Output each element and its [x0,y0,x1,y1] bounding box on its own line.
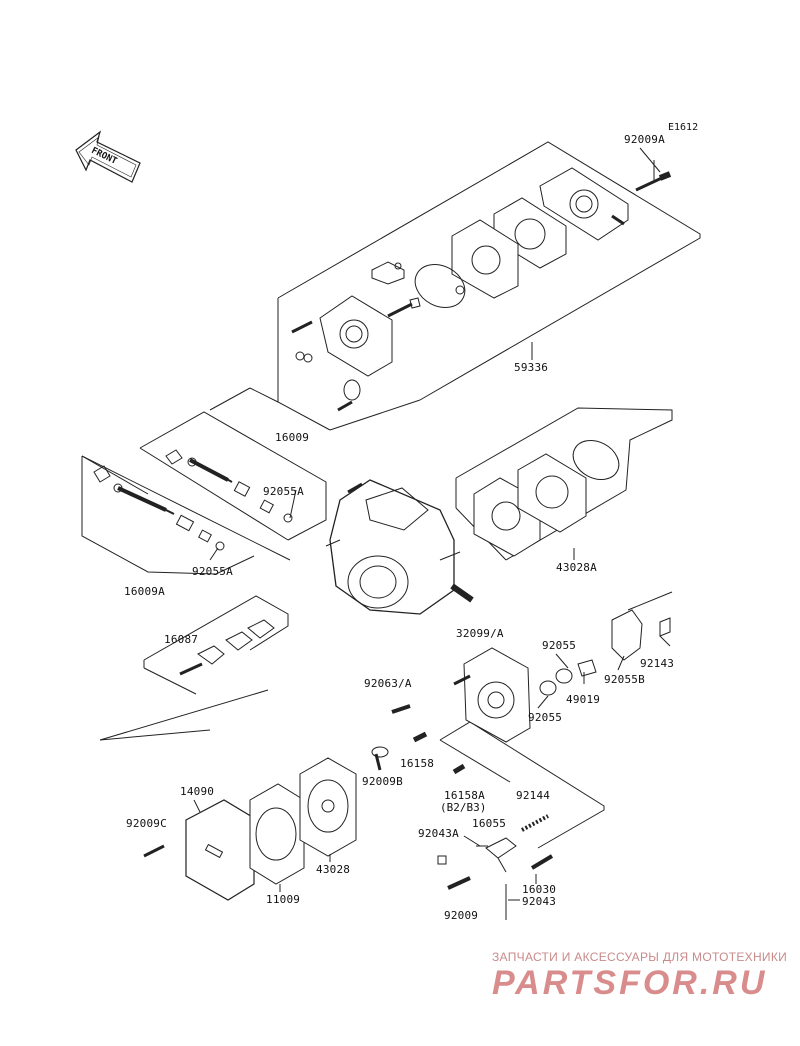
pump-body [319,295,421,377]
spring-92043A [437,855,447,865]
label-16087: 16087 [164,633,199,646]
pilot-screw-16009A [93,465,225,551]
label-59336: 59336 [514,361,549,374]
spring-92144 [521,814,549,832]
group-box-59336 [209,141,701,431]
cover-92055B [611,609,643,661]
label-92055B: 92055B [604,673,645,686]
label-49019: 49019 [566,693,601,706]
label-32099A: 32099/A [456,627,504,640]
parts-16087 [179,619,275,676]
label-92009A: 92009A [624,133,665,146]
label-16030: 16030 [522,883,557,896]
label-14090: 14090 [180,785,215,798]
label-92043A: 92043A [418,827,459,840]
clip-92143 [659,617,671,637]
o-ring-large [414,264,466,308]
pilot-screw-16009 [165,449,293,523]
diagram-code: E1612 [668,122,699,133]
pump-screws [291,320,361,412]
diaphragm-43028A [517,453,587,533]
needle-16030 [530,854,554,870]
label-16009A: 16009A [124,585,165,598]
lever-16055 [485,837,517,873]
label-43028A: 43028A [556,561,597,574]
label-43028: 43028 [316,863,351,876]
watermark-tagline: ЗАПЧАСТИ И АКСЕССУАРЫ ДЛЯ МОТОТЕХНИКИ [492,950,788,964]
label-16158A-sub: (B2/B3) [440,801,487,814]
front-arrow-icon [75,130,141,183]
label-92043: 92043 [522,895,557,908]
label-92143: 92143 [640,657,675,670]
jet-16158 [412,731,428,743]
watermark-logo: PARTSFOR.RU [492,964,768,1002]
label-16158: 16158 [400,757,435,770]
carburetor-body [325,479,474,615]
gasket-43028A-thin [572,440,620,480]
label-92009C: 92009C [126,817,167,830]
group-box-16087 [143,595,289,695]
label-16009: 16009 [275,431,310,444]
gasket-1 [451,219,519,299]
bolt-92009A [635,160,672,192]
label-16158A: 16158A [444,789,485,802]
jet-16158A [452,763,466,775]
diaphragm-43028 [299,757,357,857]
label-92055-2: 92055 [528,711,563,724]
o-rings-92055 [539,659,597,696]
label-92063A: 92063/A [364,677,412,690]
label-92009B: 92009B [362,775,403,788]
group-box-32099 [439,721,605,849]
group-box-16009 [139,411,327,541]
label-11009: 11009 [266,893,301,906]
label-92009: 92009 [444,909,479,922]
label-92055A-1: 92055A [263,485,304,498]
group-box-16009A [81,455,291,575]
label-16055: 16055 [472,817,507,830]
pump-cover-right [539,167,629,241]
cover-14090 [143,799,255,901]
screw-92009 [447,876,471,890]
label-92055A-2: 92055A [192,565,233,578]
carb-lower-body [453,647,531,743]
plug-92009B [371,746,389,771]
screw-92063 [391,704,411,714]
gasket-11009 [249,783,305,885]
label-92144: 92144 [516,789,551,802]
label-92055-1: 92055 [542,639,577,652]
check-valve-plate [371,261,405,285]
